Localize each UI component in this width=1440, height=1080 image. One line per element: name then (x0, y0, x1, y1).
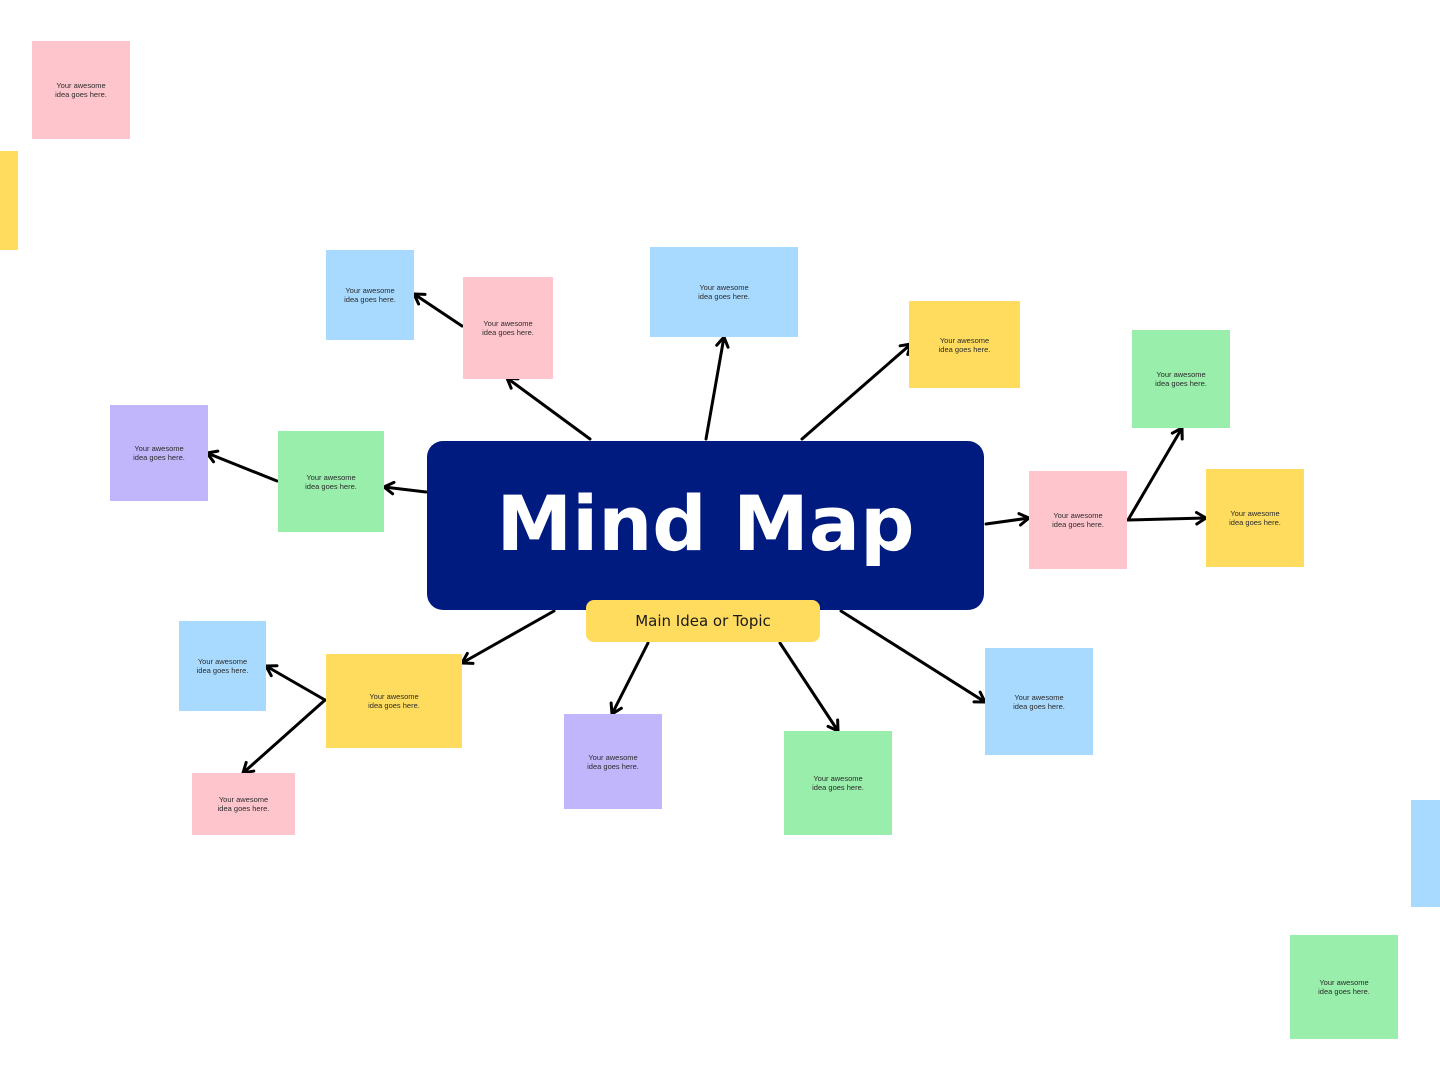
connector-arrow (1126, 426, 1184, 522)
connector-line (460, 609, 556, 665)
sticky-note-top-left-pink[interactable]: Your awesome idea goes here. (463, 277, 553, 379)
sticky-note-text: Your awesome idea goes here. (1318, 978, 1370, 996)
arrowhead-icon (715, 335, 730, 349)
connector-line (382, 485, 428, 494)
sticky-note-text: Your awesome idea goes here. (812, 774, 864, 792)
connector-arrow (839, 609, 987, 704)
sticky-note-text: Your awesome idea goes here. (133, 444, 185, 462)
sticky-note-text: Your awesome idea goes here. (196, 657, 249, 675)
connector-arrow (778, 641, 840, 733)
main-topic-box[interactable]: Mind Map (427, 441, 984, 610)
sticky-note-left-green[interactable]: Your awesome idea goes here. (278, 431, 384, 532)
arrowhead-icon (1170, 426, 1184, 441)
sticky-note-text: Your awesome idea goes here. (1155, 370, 1207, 388)
sticky-note-text: Your awesome idea goes here. (368, 692, 420, 710)
sticky-note-text: Your awesome idea goes here. (1229, 509, 1281, 527)
sticky-note-text: Your awesome idea goes here. (217, 795, 270, 813)
sticky-note-edge-blue[interactable] (1411, 800, 1440, 907)
sticky-note-text: Your awesome idea goes here. (305, 472, 357, 491)
sticky-note-corner-pink[interactable]: Your awesome idea goes here. (32, 41, 130, 139)
connector-arrow (1126, 510, 1208, 526)
sticky-note-text: Your awesome idea goes here. (938, 335, 991, 354)
connector-line (205, 451, 279, 483)
sticky-note-bottom-center-green[interactable]: Your awesome idea goes here. (784, 731, 892, 835)
sticky-note-left-purple[interactable]: Your awesome idea goes here. (110, 405, 208, 501)
arrowhead-icon (264, 664, 279, 678)
sticky-note-bottom-right-blue[interactable]: Your awesome idea goes here. (985, 648, 1093, 755)
connector-line (704, 335, 726, 441)
connector-arrow (505, 376, 592, 441)
sticky-note-bottom-left-yellow[interactable]: Your awesome idea goes here. (326, 654, 462, 748)
sticky-note-text: Your awesome idea goes here. (344, 286, 396, 304)
sticky-note-top-center-blue[interactable]: Your awesome idea goes here. (650, 247, 798, 337)
connector-line (505, 376, 592, 441)
sticky-note-bottom-left-blue[interactable]: Your awesome idea goes here. (179, 621, 266, 711)
sticky-note-text: Your awesome idea goes here. (1052, 511, 1104, 529)
sticky-note-text: Your awesome idea goes here. (482, 319, 534, 337)
connector-line (610, 641, 650, 716)
connector-arrow (382, 480, 428, 496)
connector-arrow (609, 641, 650, 716)
connector-arrow (264, 664, 327, 702)
connector-line (984, 516, 1031, 526)
connector-arrow (460, 609, 556, 665)
sticky-note-far-right-green[interactable]: Your awesome idea goes here. (1132, 330, 1230, 428)
connector-line (412, 292, 464, 328)
connector-line (800, 342, 913, 441)
sticky-note-text: Your awesome idea goes here. (1013, 692, 1065, 711)
connector-line (1126, 516, 1208, 522)
sticky-note-top-right-yellow[interactable]: Your awesome idea goes here. (909, 301, 1020, 388)
connector-line (778, 641, 840, 733)
connector-line (1126, 426, 1184, 522)
sticky-note-bottom-center-purple[interactable]: Your awesome idea goes here. (564, 714, 662, 809)
connector-line (241, 698, 327, 775)
main-idea-label: Main Idea or Topic (635, 612, 771, 630)
main-title: Mind Map (496, 479, 915, 568)
sticky-note-text: Your awesome idea goes here. (55, 81, 107, 99)
sticky-note-text: Your awesome idea goes here. (698, 283, 750, 301)
arrowhead-icon (460, 651, 475, 665)
sticky-note-corner-green[interactable]: Your awesome idea goes here. (1290, 935, 1398, 1039)
sticky-note-edge-yellow[interactable] (0, 151, 18, 250)
sticky-note-far-right-yellow[interactable]: Your awesome idea goes here. (1206, 469, 1304, 567)
connector-arrow (412, 292, 464, 328)
connector-line (264, 664, 327, 702)
connector-arrow (704, 335, 730, 441)
connector-arrow (205, 449, 279, 483)
sticky-note-right-pink[interactable]: Your awesome idea goes here. (1029, 471, 1127, 569)
connector-arrow (984, 512, 1031, 527)
sticky-note-top-left-blue[interactable]: Your awesome idea goes here. (326, 250, 414, 340)
connector-line (839, 609, 987, 704)
connector-arrow (800, 342, 913, 441)
sticky-note-text: Your awesome idea goes here. (587, 752, 639, 771)
main-idea-pill[interactable]: Main Idea or Topic (586, 600, 820, 642)
arrowhead-icon (382, 480, 396, 496)
arrowhead-icon (412, 292, 427, 306)
sticky-note-bottom-left-pink[interactable]: Your awesome idea goes here. (192, 773, 295, 835)
